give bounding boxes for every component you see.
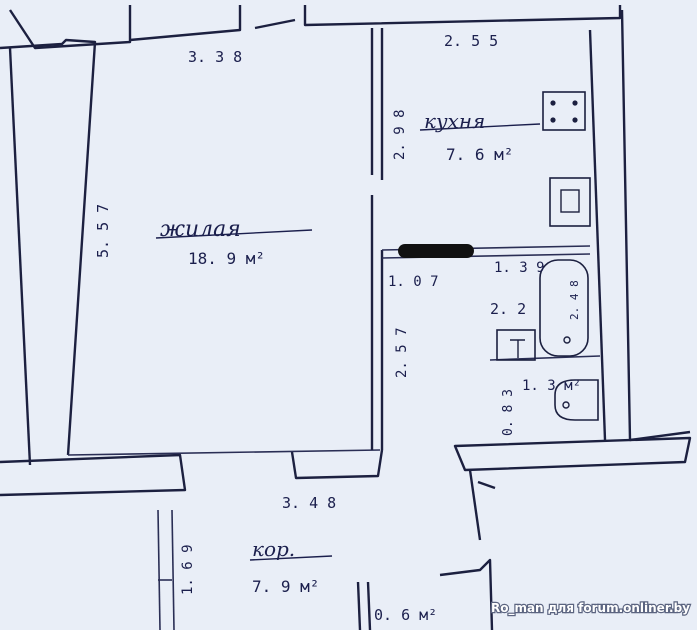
fixtures	[496, 91, 599, 421]
corridor-right-wall	[468, 469, 482, 541]
window-top-mid	[129, 5, 242, 42]
closet-area: 0. 6 м²	[374, 606, 437, 624]
corridor-name: кор.	[252, 537, 295, 561]
dim-kitchen-top: 2. 5 5	[444, 32, 498, 50]
window-top-right	[303, 5, 622, 27]
dim-corridor-side: 1. 6 9	[180, 544, 196, 595]
redaction-bar	[398, 244, 474, 258]
window-top-left	[8, 5, 132, 50]
door-opening-living	[290, 449, 384, 480]
kitchen-area: 7. 6 м²	[446, 145, 513, 164]
wc-area: 1. 3 м²	[522, 378, 581, 394]
washbasin-icon	[496, 329, 536, 361]
left-wall-inner	[8, 47, 32, 466]
closet-left	[356, 581, 362, 630]
dim-living-side: 5. 5 7	[94, 204, 112, 258]
closet-left-b	[366, 581, 372, 630]
dim-bath-small: 0. 8 3	[501, 389, 516, 436]
corridor-area: 7. 9 м²	[252, 577, 319, 596]
watermark: Ro_man для forum.onliner.by	[491, 601, 690, 616]
dim-living-bottom: 3. 4 8	[282, 494, 336, 512]
dim-hall-step: 1. 0 7	[388, 274, 439, 290]
living-bottom-line	[67, 449, 381, 456]
kitchen-sink-icon	[549, 177, 591, 227]
window-glass	[254, 18, 296, 30]
living-bottom-wall	[0, 453, 187, 497]
corridor-left-b	[171, 509, 175, 630]
walls	[0, 5, 692, 630]
living-room-name: жилая	[160, 217, 241, 242]
left-wall	[0, 38, 97, 456]
bath-bottom-wall	[453, 436, 692, 472]
bathtub-icon	[539, 259, 589, 357]
living-room-area: 18. 9 м²	[188, 249, 265, 268]
right-wall-inner	[588, 29, 607, 441]
stove-icon	[542, 91, 586, 131]
bathroom-area: 2. 2	[490, 300, 526, 318]
dim-bath-width: 1. 3 9	[494, 260, 545, 276]
corridor-left-a	[157, 509, 161, 630]
closet-right	[439, 558, 494, 630]
dim-bath-inner: 2. 4 8	[568, 280, 581, 320]
toilet-icon	[554, 379, 599, 421]
dim-kitchen-side: 2. 9 8	[392, 109, 408, 160]
dim-bath-side: 2. 5 7	[394, 327, 410, 378]
door-jamb	[477, 480, 496, 490]
dim-living-top: 3. 3 8	[188, 48, 242, 66]
